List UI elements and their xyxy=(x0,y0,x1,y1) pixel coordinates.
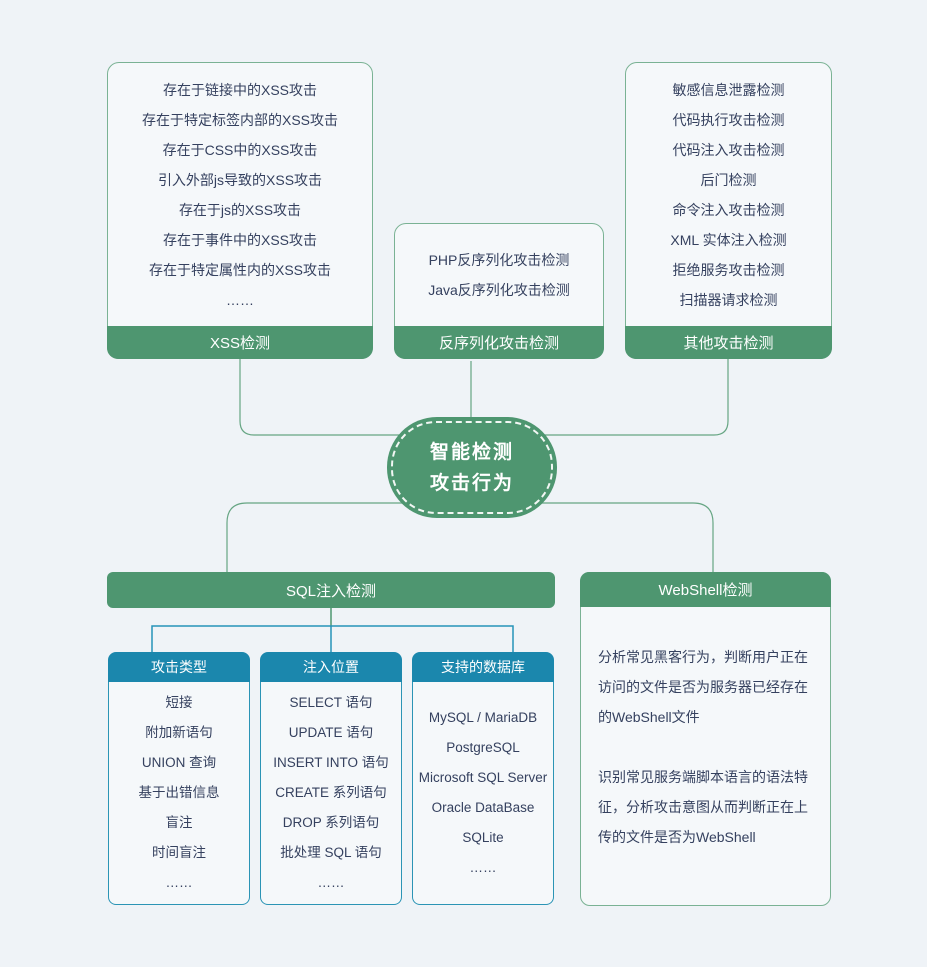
other-attack-detection-label: 其他攻击检测 xyxy=(625,326,832,359)
sql-injection-position-item: DROP 系列语句 xyxy=(282,815,380,830)
xss-item: 存在于特定属性内的XSS攻击 xyxy=(148,261,331,278)
other-attack-item: XML 实体注入检测 xyxy=(670,231,787,248)
sql-database-ellipsis: …… xyxy=(469,860,497,875)
sql-injection-positions-title: 注入位置 xyxy=(260,652,402,682)
sql-database-item: Oracle DataBase xyxy=(431,800,535,815)
webshell-paragraph: 识别常见服务端脚本语言的语法特征，分析攻击意图从而判断正在上传的文件是否为Web… xyxy=(598,769,808,845)
sql-injection-position-item: INSERT INTO 语句 xyxy=(273,755,389,770)
sql-injection-detection-label: SQL注入检测 xyxy=(285,582,376,600)
root-node-line2: 攻击行为 xyxy=(429,472,514,494)
sql-attack-type-ellipsis: …… xyxy=(165,875,193,890)
sql-injection-position-item: UPDATE 语句 xyxy=(288,725,374,740)
other-attack-item: 拒绝服务攻击检测 xyxy=(672,261,785,278)
sql-supported-databases-title: 支持的数据库 xyxy=(412,652,554,682)
other-attack-item: 代码执行攻击检测 xyxy=(672,111,785,128)
sql-attack-type-item: 附加新语句 xyxy=(145,725,213,740)
sql-injection-positions-list: SELECT 语句 UPDATE 语句 INSERT INTO 语句 CREAT… xyxy=(260,682,402,905)
webshell-description: 分析常见黑客行为，判断用户正在访问的文件是否为服务器已经存在的WebShell文… xyxy=(581,607,830,882)
node-other-attack-detection: 敏感信息泄露检测 代码执行攻击检测 代码注入攻击检测 后门检测 命令注入攻击检测… xyxy=(625,62,832,359)
xss-item: 存在于特定标签内部的XSS攻击 xyxy=(141,111,338,128)
other-attack-item: 后门检测 xyxy=(700,171,757,188)
sql-attack-type-item: 基于出错信息 xyxy=(138,785,220,800)
node-webshell-detection: WebShell检测 分析常见黑客行为，判断用户正在访问的文件是否为服务器已经存… xyxy=(580,572,831,906)
node-deserialization-detection: PHP反序列化攻击检测 Java反序列化攻击检测 反序列化攻击检测 xyxy=(394,223,604,359)
other-attack-item: 代码注入攻击检测 xyxy=(672,141,785,158)
sql-database-item: PostgreSQL xyxy=(446,740,520,755)
deserialization-item-list: PHP反序列化攻击检测 Java反序列化攻击检测 xyxy=(395,224,603,326)
sql-attack-type-item: 盲注 xyxy=(165,815,193,830)
node-sql-attack-types: 攻击类型 短接 附加新语句 UNION 查询 基于出错信息 盲注 时间盲注 …… xyxy=(108,652,250,905)
root-node-intelligent-detection: 智能检测 攻击行为 xyxy=(387,417,557,518)
root-node-line1: 智能检测 xyxy=(429,441,514,463)
deserialization-item: Java反序列化攻击检测 xyxy=(428,282,570,298)
sql-attack-types-list: 短接 附加新语句 UNION 查询 基于出错信息 盲注 时间盲注 …… xyxy=(108,682,250,905)
deserialization-item: PHP反序列化攻击检测 xyxy=(428,252,570,268)
sql-injection-position-item: 批处理 SQL 语句 xyxy=(280,845,382,860)
deserialization-detection-label: 反序列化攻击检测 xyxy=(394,326,604,359)
sql-injection-position-item: CREATE 系列语句 xyxy=(275,785,387,800)
xss-item: 存在于js的XSS攻击 xyxy=(178,201,302,218)
other-attack-item: 扫描器请求检测 xyxy=(679,291,778,308)
sql-database-item: MySQL / MariaDB xyxy=(428,710,538,725)
xss-item-list: 存在于链接中的XSS攻击 存在于特定标签内部的XSS攻击 存在于CSS中的XSS… xyxy=(108,63,372,326)
xss-item: 引入外部js导致的XSS攻击 xyxy=(157,171,323,188)
sql-supported-databases-list: MySQL / MariaDB PostgreSQL Microsoft SQL… xyxy=(412,682,554,905)
xss-item-ellipsis: …… xyxy=(226,291,254,308)
node-sql-supported-databases: 支持的数据库 MySQL / MariaDB PostgreSQL Micros… xyxy=(412,652,554,905)
xss-item: 存在于CSS中的XSS攻击 xyxy=(162,141,318,158)
sql-attack-type-item: 时间盲注 xyxy=(152,845,206,860)
webshell-detection-label: WebShell检测 xyxy=(580,572,831,607)
sql-injection-position-ellipsis: …… xyxy=(317,875,345,890)
webshell-paragraph: 分析常见黑客行为，判断用户正在访问的文件是否为服务器已经存在的WebShell文… xyxy=(598,649,808,725)
sql-database-item: SQLite xyxy=(462,830,504,845)
sql-injection-detection-bar: SQL注入检测 xyxy=(107,572,555,608)
xss-item: 存在于事件中的XSS攻击 xyxy=(162,231,317,248)
node-sql-injection-positions: 注入位置 SELECT 语句 UPDATE 语句 INSERT INTO 语句 … xyxy=(260,652,402,905)
other-attack-item: 命令注入攻击检测 xyxy=(672,201,785,218)
sql-attack-type-item: UNION 查询 xyxy=(141,755,217,770)
dashed-border xyxy=(391,421,553,514)
sql-injection-position-item: SELECT 语句 xyxy=(289,695,373,710)
sql-attack-type-item: 短接 xyxy=(165,695,193,710)
xss-detection-label: XSS检测 xyxy=(107,326,373,359)
sql-attack-types-title: 攻击类型 xyxy=(108,652,250,682)
other-attack-item: 敏感信息泄露检测 xyxy=(672,81,785,98)
other-attack-item-list: 敏感信息泄露检测 代码执行攻击检测 代码注入攻击检测 后门检测 命令注入攻击检测… xyxy=(626,63,831,326)
sql-database-item: Microsoft SQL Server xyxy=(418,770,548,785)
node-xss-detection: 存在于链接中的XSS攻击 存在于特定标签内部的XSS攻击 存在于CSS中的XSS… xyxy=(107,62,373,359)
xss-item: 存在于链接中的XSS攻击 xyxy=(162,81,317,98)
